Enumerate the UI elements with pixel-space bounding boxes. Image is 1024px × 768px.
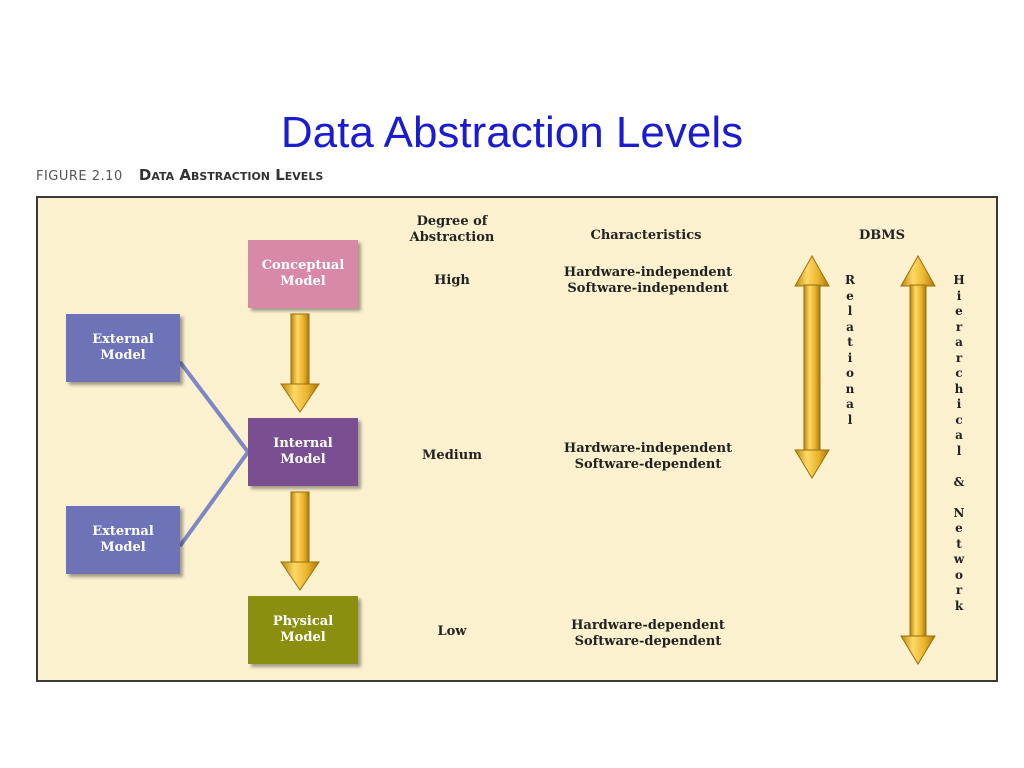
vertical-label-letter: a	[846, 319, 854, 334]
vertical-label-letter: i	[956, 288, 962, 303]
internal-model-box: Internal Model	[248, 418, 358, 486]
column-header-dbms: DBMS	[858, 228, 906, 243]
figure-number: FIGURE 2.10	[36, 169, 123, 184]
vertical-label-letter: &	[953, 474, 965, 489]
vertical-label-letter: N	[953, 505, 965, 520]
column-header-degree: Degree of Abstraction	[409, 214, 495, 245]
vertical-label-letter: t	[847, 335, 853, 349]
vertical-label-letter: r	[955, 319, 963, 334]
vertical-label-letter: h	[954, 381, 964, 396]
vertical-label-letter: H	[953, 273, 965, 287]
vertical-label-letter: k	[954, 598, 964, 613]
characteristics-medium: Hardware-independent Software-dependent	[563, 441, 733, 472]
degree-high: High	[434, 273, 470, 288]
vertical-label-letter: R	[845, 273, 855, 287]
column-header-characteristics: Characteristics	[590, 228, 702, 243]
vertical-label-letter: e	[955, 521, 963, 535]
vertical-label-letter: l	[847, 304, 853, 318]
vertical-label-letter: a	[955, 335, 963, 349]
figure-caption: FIGURE 2.10 Data Abstraction Levels	[36, 166, 323, 184]
slide-title: Data Abstraction Levels	[280, 108, 744, 157]
vertical-label-letter: o	[954, 567, 963, 582]
external-model-bottom-box: External Model	[66, 506, 180, 574]
characteristics-low: Hardware-dependent Software-dependent	[571, 618, 725, 649]
vertical-label-letter: t	[956, 536, 962, 551]
physical-model-box: Physical Model	[248, 596, 358, 664]
vertical-label-letter: n	[845, 381, 855, 396]
diagram-panel	[36, 196, 998, 682]
conceptual-model-box: Conceptual Model	[248, 240, 358, 308]
vertical-label-letter: i	[847, 350, 853, 365]
external-model-top-box: External Model	[66, 314, 180, 382]
vertical-label-letter: w	[953, 552, 965, 566]
vertical-label-letter: a	[955, 428, 963, 442]
degree-medium: Medium	[422, 448, 482, 463]
vertical-label-letter: c	[955, 366, 963, 380]
vertical-label-letter: r	[955, 583, 963, 597]
vertical-label-letter: l	[956, 443, 962, 458]
vertical-label-gap	[951, 459, 967, 475]
vertical-label-letter: e	[846, 288, 854, 303]
vertical-label-letter: a	[846, 397, 854, 411]
vertical-label-letter: r	[955, 350, 963, 365]
vertical-label-gap	[951, 490, 967, 506]
degree-low: Low	[437, 624, 467, 639]
vertical-label-letter: i	[956, 397, 962, 411]
vertical-label-letter: l	[847, 412, 853, 427]
vertical-label-letter: c	[955, 412, 963, 427]
vertical-label-letter: o	[845, 366, 854, 380]
characteristics-high: Hardware-independent Software-independen…	[563, 265, 733, 296]
figure-name: Data Abstraction Levels	[138, 166, 324, 184]
vertical-label-letter: e	[955, 304, 963, 318]
